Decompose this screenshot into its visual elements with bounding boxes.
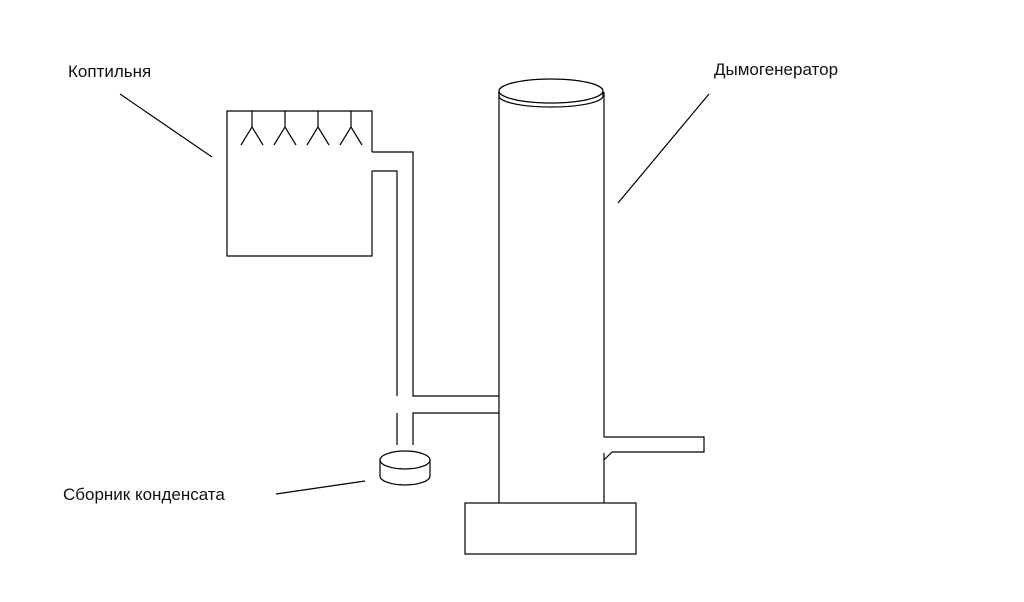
smoke-pipe — [372, 151, 499, 445]
pipe-inner-wall — [372, 170, 398, 396]
nozzle-2 — [273, 111, 286, 146]
nozzle-4 — [339, 111, 352, 146]
smokehouse — [226, 110, 373, 257]
nozzle-3-right — [317, 126, 330, 146]
smoke-generator — [464, 78, 705, 555]
nozzle-4-right — [350, 126, 363, 146]
nozzle-2-right — [284, 126, 297, 146]
leader-collector — [275, 480, 366, 495]
condensate-collector — [379, 450, 431, 486]
pipe-outer-wall — [372, 151, 499, 397]
smoke-generator-label: Дымогенератор — [714, 60, 839, 79]
generator-lid-side — [498, 91, 604, 108]
leader-generator — [617, 93, 710, 204]
collector-top — [379, 450, 431, 470]
pipe-lower-wall — [412, 412, 499, 445]
nozzle-3 — [306, 111, 319, 146]
nozzle-1-right — [251, 126, 264, 146]
collector-body — [379, 460, 431, 486]
generator-lid-top — [498, 78, 604, 104]
condensate-collector-label: Сборник конденсата — [63, 485, 225, 504]
leader-smokehouse — [119, 93, 213, 158]
generator-base — [464, 502, 637, 555]
nozzle-1 — [240, 111, 253, 146]
smokehouse-box — [226, 110, 373, 257]
air-inlet-pipe — [603, 436, 705, 461]
smokehouse-label: Коптильня — [68, 62, 152, 81]
